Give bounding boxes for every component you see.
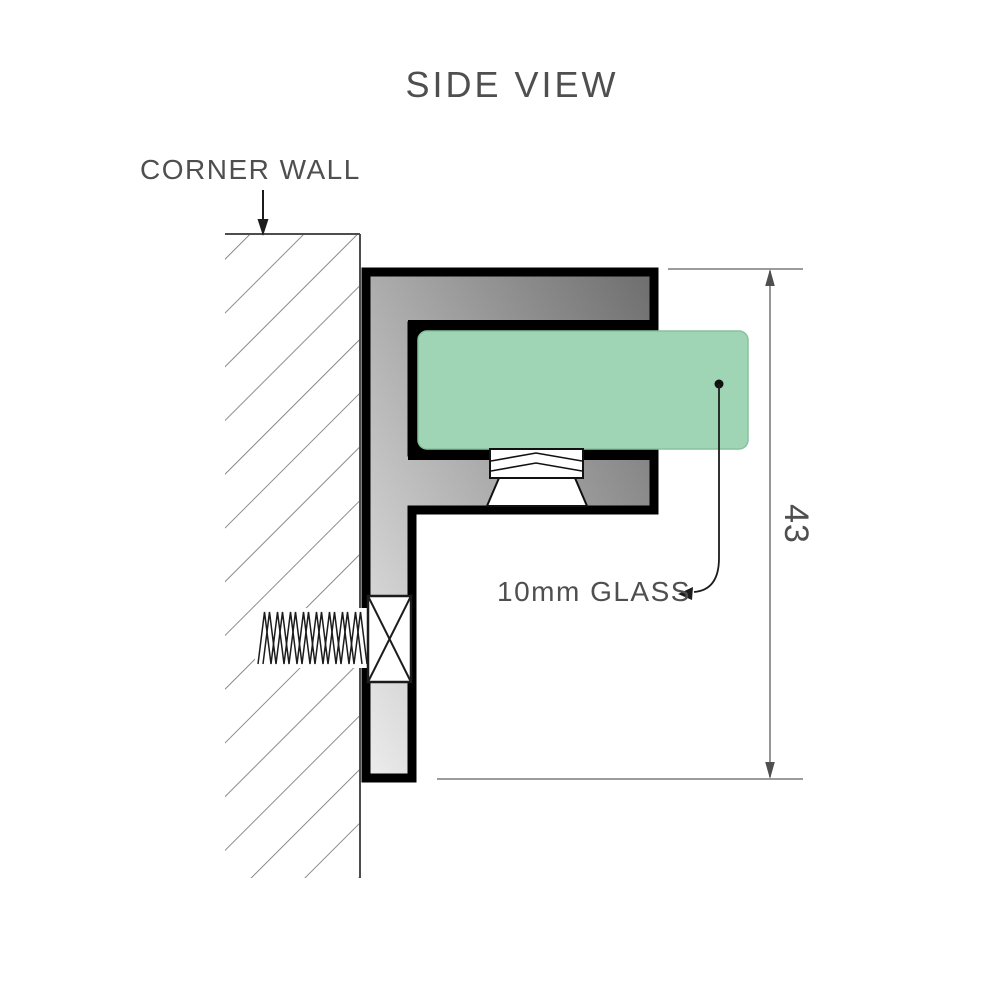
grub-screw-thread-line-1 — [490, 452, 583, 462]
screw-head-cross-line-2 — [367, 595, 412, 683]
dimension-label: 43 — [777, 504, 815, 544]
screw-thread-zigzag-2 — [262, 611, 368, 665]
diagram-title: SIDE VIEW — [405, 64, 618, 105]
glass-panel — [417, 330, 749, 450]
dimension-arrow-bottom — [765, 762, 775, 779]
corner-wall-arrowhead — [257, 219, 269, 236]
glass-callout-arrowhead — [678, 587, 693, 600]
corner-wall-label: CORNER WALL — [140, 154, 361, 185]
glass-callout: 10mm GLASS — [497, 379, 724, 607]
grub-screw — [485, 448, 589, 507]
dimension-43: 43 — [437, 268, 815, 780]
corner-wall-pointer — [257, 190, 269, 236]
dimension-arrow-top — [765, 269, 775, 286]
wall-screw — [255, 594, 413, 684]
grub-screw-thread-line-2 — [490, 462, 583, 472]
glass-label: 10mm GLASS — [497, 576, 691, 607]
wall-hatching — [225, 234, 360, 878]
grub-screw-cone — [485, 477, 589, 507]
glass-callout-line — [693, 384, 720, 593]
corner-wall — [225, 233, 361, 878]
